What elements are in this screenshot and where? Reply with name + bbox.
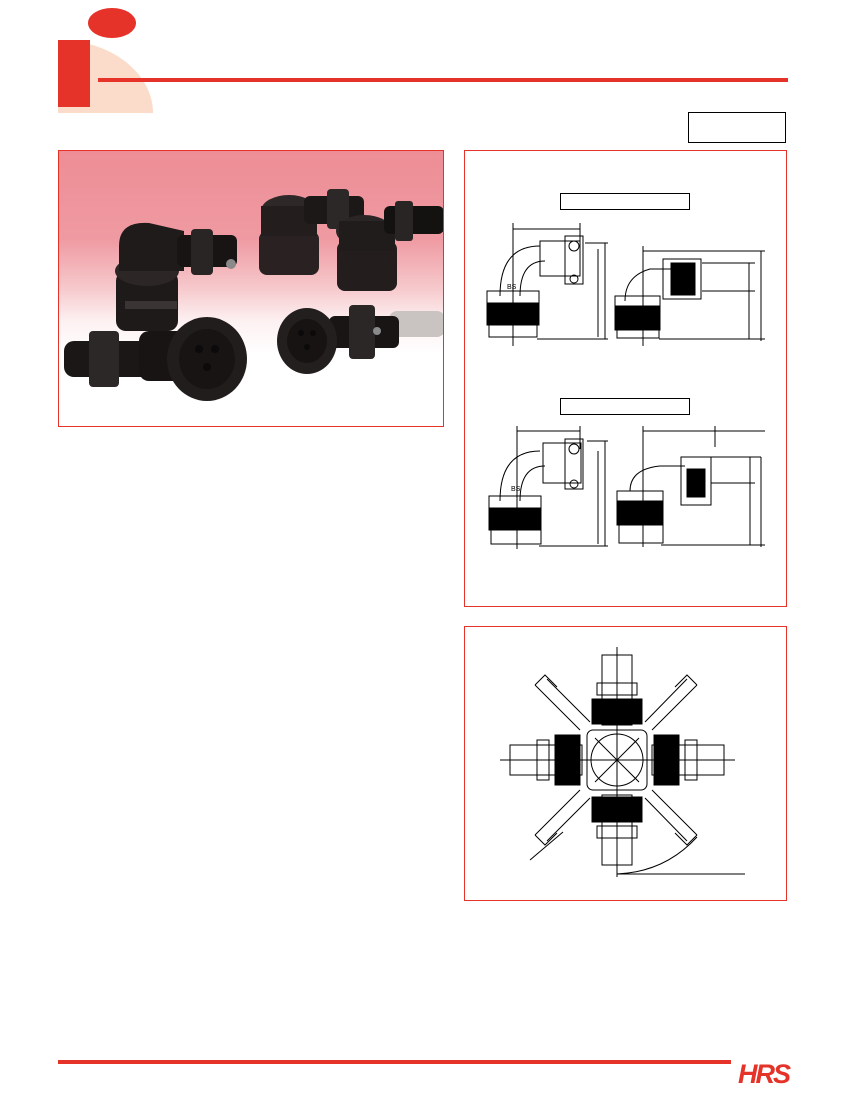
drawing-bottom-left (488, 426, 608, 549)
hrs-logo: HRS (738, 1059, 791, 1089)
connector-elbow-3 (336, 201, 443, 291)
drawing-top-right (614, 246, 765, 346)
connector-photo-icon (64, 189, 443, 401)
drawing-top-left (486, 223, 608, 346)
header-red-bar (58, 40, 90, 107)
cable-direction-diagram-icon (500, 647, 745, 877)
connector-receptacle-2 (277, 305, 399, 374)
header-rule (98, 78, 788, 82)
header-red-dot (88, 8, 136, 38)
silkscreen-bottom: BS (511, 486, 521, 493)
dimension-drawings: BS BS (486, 223, 765, 549)
connector-elbow-2 (259, 189, 364, 275)
silkscreen-top: BS (507, 284, 517, 291)
connector-receptacle-1 (64, 317, 247, 401)
dimensions-panel: BS BS (464, 150, 787, 607)
header-label-box (688, 112, 786, 143)
cable-direction-panel (464, 626, 787, 901)
drawing-bottom-right (616, 426, 765, 547)
product-photo-panel (58, 150, 444, 427)
footer-rule (58, 1060, 731, 1064)
connector-elbow-1 (115, 222, 237, 331)
dims-label-top (560, 193, 690, 210)
dims-label-bottom (560, 398, 690, 415)
